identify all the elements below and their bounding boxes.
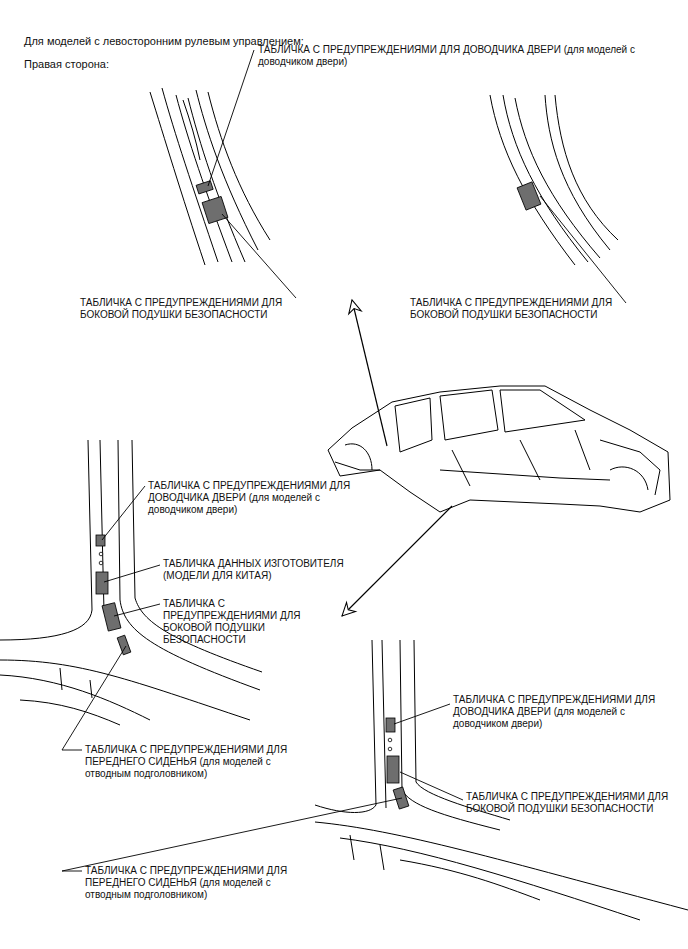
callout-label: ТАБЛИЧКА ДАННЫХ ИЗГОТОВИТЕЛЯ (МОДЕЛИ ДЛЯ… [163, 558, 363, 582]
body-shell [328, 386, 670, 512]
section-heading: Правая сторона: [24, 58, 224, 71]
top-left-plates [196, 181, 228, 224]
callout-label: ТАБЛИЧКА С ПРЕДУПРЕЖДЕНИЯМИ ДЛЯ ДОВОДЧИК… [453, 694, 678, 730]
view-arrows [342, 300, 452, 616]
leader-lines [62, 50, 626, 871]
top-right-pillar [490, 95, 618, 265]
callout-label: ТАБЛИЧКА С ПРЕДУПРЕЖДЕНИЯМИ ДЛЯ ДОВОДЧИК… [258, 44, 658, 68]
callout-label: ТАБЛИЧКА С ПРЕДУПРЕЖДЕНИЯМИ ДЛЯ БОКОВОЙ … [410, 297, 620, 321]
bottom-right-plates [386, 718, 409, 809]
callout-label: ТАБЛИЧКА С ПРЕДУПРЕЖДЕНИЯМИ ДЛЯ ПЕРЕДНЕГ… [85, 865, 310, 901]
top-left-pillar [150, 88, 270, 265]
callout-label: ТАБЛИЧКА С ПРЕДУПРЕЖДЕНИЯМИ ДЛЯ БОКОВОЙ … [466, 791, 676, 815]
bottom-right-pillar [315, 640, 688, 920]
callout-label: ТАБЛИЧКА С ПРЕДУПРЕЖДЕНИЯМИ ДЛЯ ДОВОДЧИК… [148, 480, 363, 516]
bottom-left-plates [96, 535, 131, 655]
callout-label: ТАБЛИЧКА С ПРЕДУПРЕЖДЕНИЯМИ ДЛЯ БОКОВОЙ … [163, 598, 303, 646]
callout-label: ТАБЛИЧКА С ПРЕДУПРЕЖДЕНИЯМИ ДЛЯ БОКОВОЙ … [80, 297, 290, 321]
callout-label: ТАБЛИЧКА С ПРЕДУПРЕЖДЕНИЯМИ ДЛЯ ПЕРЕДНЕГ… [85, 744, 310, 780]
top-right-plate [517, 182, 541, 210]
